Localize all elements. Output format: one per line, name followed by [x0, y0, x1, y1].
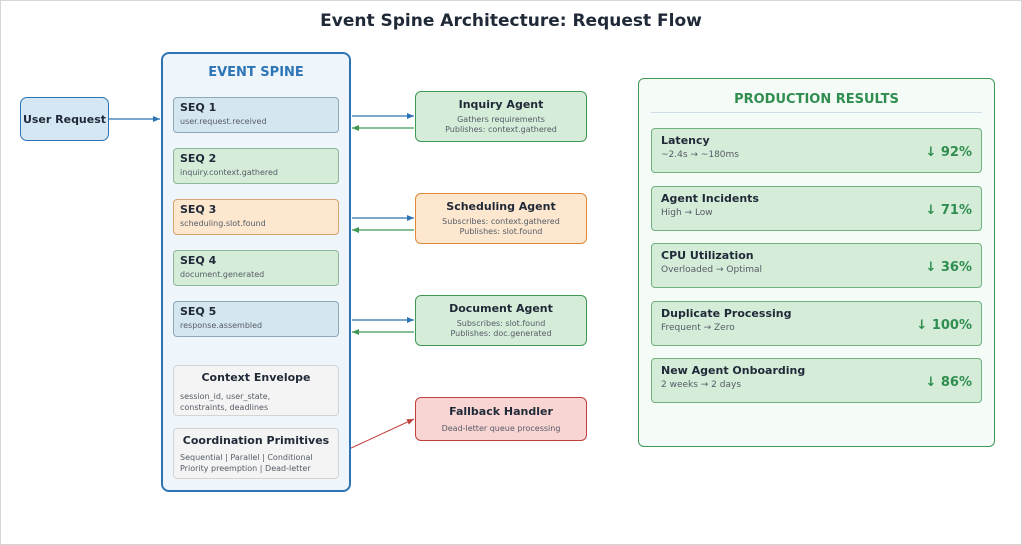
agent-detail: Subscribes: context.gathered — [442, 217, 560, 226]
production-results-title: PRODUCTION RESULTS — [734, 92, 899, 107]
diagram-title: Event Spine Architecture: Request Flow — [320, 11, 702, 31]
metric-cpu-utilization: CPU Utilization Overloaded → Optimal ↓ 3… — [651, 243, 982, 288]
metric-value: ↓ 86% — [925, 375, 972, 390]
agent-name: Inquiry Agent — [458, 98, 544, 111]
metric-value: ↓ 36% — [925, 260, 972, 275]
fallback-detail: Dead-letter queue processing — [441, 423, 561, 433]
metric-name: Duplicate Processing — [661, 307, 792, 320]
fallback-handler-node: Fallback Handler Dead-letter queue proce… — [415, 397, 587, 441]
coordination-primitives-line: Priority preemption | Dead-letter — [180, 464, 311, 473]
metric-name: Agent Incidents — [661, 192, 759, 205]
seq-event: user.request.received — [180, 117, 267, 126]
metric-name: CPU Utilization — [661, 249, 754, 262]
agent-detail: Publishes: slot.found — [459, 227, 543, 236]
agent-detail: Gathers requirements — [457, 115, 545, 124]
seq-event: response.assembled — [180, 321, 263, 330]
seq-3-node: SEQ 3 scheduling.slot.found — [173, 199, 339, 235]
scheduling-agent-node: Scheduling Agent Subscribes: context.gat… — [415, 193, 587, 244]
context-envelope-panel: Context Envelope session_id, user_state,… — [173, 365, 339, 416]
metric-change: ~2.4s → ~180ms — [661, 150, 739, 160]
agent-detail: Subscribes: slot.found — [456, 319, 546, 328]
metric-change: Frequent → Zero — [661, 323, 735, 333]
seq-label: SEQ 4 — [180, 254, 217, 267]
agent-detail: Publishes: context.gathered — [445, 125, 557, 134]
agent-name: Document Agent — [449, 302, 553, 315]
event-spine-title: EVENT SPINE — [208, 65, 304, 80]
seq-1-node: SEQ 1 user.request.received — [173, 97, 339, 133]
seq-event: scheduling.slot.found — [180, 219, 266, 228]
metric-value: ↓ 92% — [925, 145, 972, 160]
seq-label: SEQ 3 — [180, 203, 217, 216]
results-divider — [651, 112, 982, 113]
seq-2-node: SEQ 2 inquiry.context.gathered — [173, 148, 339, 184]
metric-new-agent-onboarding: New Agent Onboarding 2 weeks → 2 days ↓ … — [651, 358, 982, 403]
seq-4-node: SEQ 4 document.generated — [173, 250, 339, 286]
user-request-node: User Request — [20, 97, 109, 141]
metric-latency: Latency ~2.4s → ~180ms ↓ 92% — [651, 128, 982, 173]
metric-change: Overloaded → Optimal — [661, 265, 763, 275]
seq-event: document.generated — [180, 270, 265, 279]
fallback-name: Fallback Handler — [449, 404, 553, 418]
metric-name: Latency — [661, 134, 710, 147]
context-envelope-line: constraints, deadlines — [180, 403, 269, 412]
seq-5-node: SEQ 5 response.assembled — [173, 301, 339, 337]
seq-label: SEQ 1 — [180, 101, 217, 114]
agent-detail: Publishes: doc.generated — [450, 329, 552, 338]
metric-value: ↓ 71% — [925, 203, 972, 218]
context-envelope-line: session_id, user_state, — [180, 392, 271, 401]
metric-name: New Agent Onboarding — [661, 364, 806, 377]
seq-label: SEQ 2 — [180, 152, 217, 165]
seq-event: inquiry.context.gathered — [180, 168, 279, 177]
metric-duplicate-processing: Duplicate Processing Frequent → Zero ↓ 1… — [651, 301, 982, 346]
context-envelope-title: Context Envelope — [201, 371, 311, 384]
document-agent-node: Document Agent Subscribes: slot.found Pu… — [415, 295, 587, 346]
coordination-primitives-line: Sequential | Parallel | Conditional — [180, 453, 313, 462]
coordination-primitives-title: Coordination Primitives — [182, 434, 330, 447]
metric-change: High → Low — [661, 208, 713, 218]
metric-value: ↓ 100% — [916, 318, 972, 333]
coordination-primitives-panel: Coordination Primitives Sequential | Par… — [173, 428, 339, 479]
agent-name: Scheduling Agent — [446, 200, 556, 213]
inquiry-agent-node: Inquiry Agent Gathers requirements Publi… — [415, 91, 587, 142]
metric-change: 2 weeks → 2 days — [661, 380, 742, 390]
seq-label: SEQ 5 — [180, 305, 217, 318]
metric-agent-incidents: Agent Incidents High → Low ↓ 71% — [651, 186, 982, 231]
